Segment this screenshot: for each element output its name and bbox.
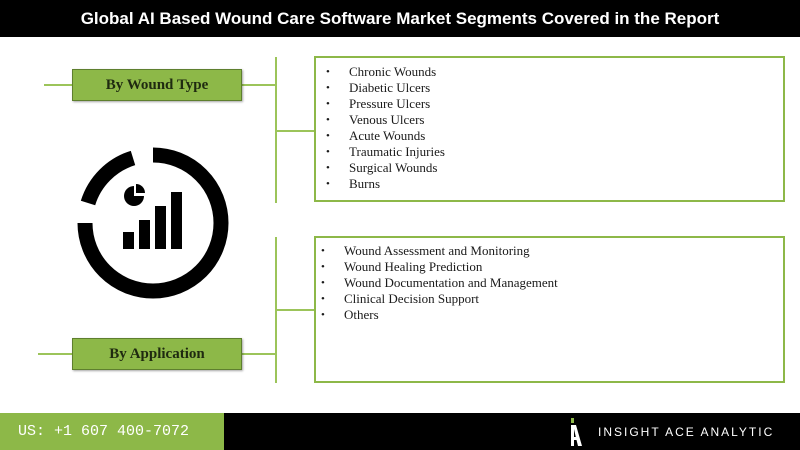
connector-line bbox=[276, 309, 314, 311]
list-item: •Chronic Wounds bbox=[326, 64, 437, 79]
list-item: •Diabetic Ulcers bbox=[326, 80, 431, 95]
list-item: •Wound Healing Prediction bbox=[321, 259, 483, 274]
list-item: •Acute Wounds bbox=[326, 128, 426, 143]
connector-line bbox=[276, 130, 314, 132]
list-item: •Venous Ulcers bbox=[326, 112, 425, 127]
footer-bar: US: +1 607 400-7072 INSIGHT ACE ANALYTIC bbox=[0, 413, 800, 450]
wound-type-list-box: •Chronic Wounds •Diabetic Ulcers •Pressu… bbox=[314, 56, 785, 202]
list-item: •Wound Documentation and Management bbox=[321, 275, 558, 290]
page-title: Global AI Based Wound Care Software Mark… bbox=[0, 0, 800, 37]
list-item: •Clinical Decision Support bbox=[321, 291, 480, 306]
list-item: •Burns bbox=[326, 176, 381, 191]
application-list-box: •Wound Assessment and Monitoring •Wound … bbox=[314, 236, 785, 383]
segment-label-application: By Application bbox=[72, 338, 242, 370]
list-item: •Others bbox=[321, 307, 379, 322]
insight-ace-logo-icon bbox=[571, 417, 582, 446]
list-item: •Surgical Wounds bbox=[326, 160, 438, 175]
brand-name: INSIGHT ACE ANALYTIC bbox=[598, 424, 775, 439]
contact-phone: US: +1 607 400-7072 bbox=[0, 413, 224, 450]
list-item: •Pressure Ulcers bbox=[326, 96, 431, 111]
list-item: •Traumatic Injuries bbox=[326, 144, 445, 159]
brand: INSIGHT ACE ANALYTIC bbox=[568, 413, 774, 450]
segment-label-wound-type: By Wound Type bbox=[72, 69, 242, 101]
wound-type-list: •Chronic Wounds •Diabetic Ulcers •Pressu… bbox=[316, 64, 783, 192]
application-list: •Wound Assessment and Monitoring •Wound … bbox=[311, 243, 783, 323]
list-item: •Wound Assessment and Monitoring bbox=[321, 243, 530, 258]
analytics-chart-icon bbox=[77, 147, 229, 299]
